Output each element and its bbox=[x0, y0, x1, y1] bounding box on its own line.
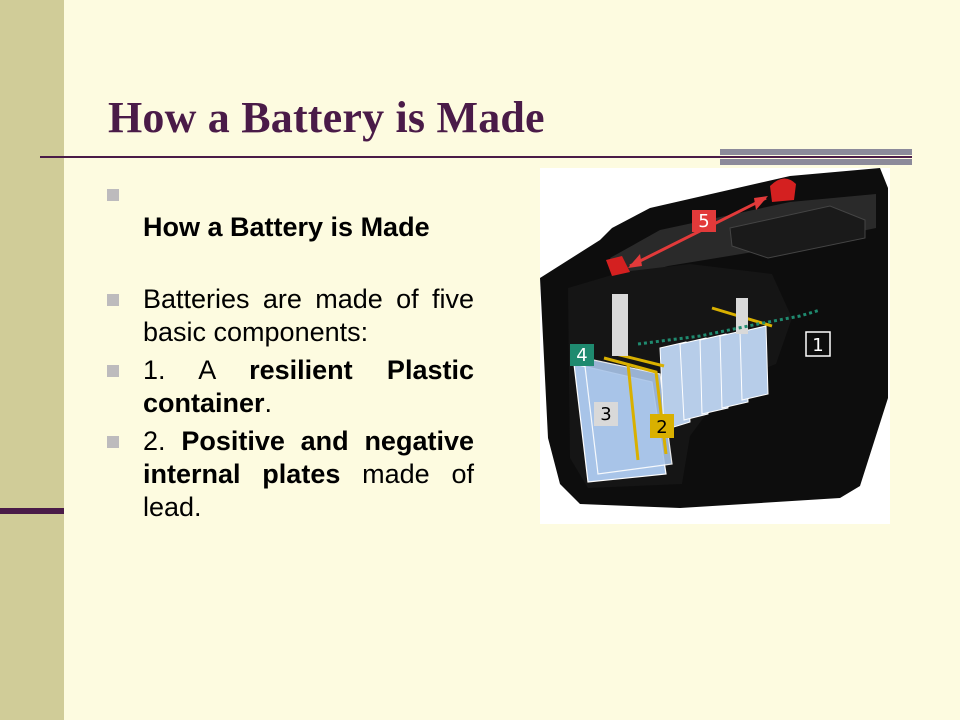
lid-cap bbox=[729, 205, 866, 259]
bullet-text: How a Battery is Made bbox=[143, 212, 430, 242]
lead-plates-front bbox=[573, 357, 673, 483]
bullet-item: 1. A resilient Plastic container. bbox=[104, 354, 474, 420]
bullet-item: Batteries are made of five basic compone… bbox=[104, 283, 474, 349]
callout-2: 2 bbox=[656, 417, 667, 438]
slide-title: How a Battery is Made bbox=[108, 93, 545, 142]
bullet-item: 2. Positive and negative internal plates… bbox=[104, 425, 474, 524]
callout-4: 4 bbox=[576, 345, 587, 366]
callout-1-box bbox=[805, 331, 831, 357]
positive-terminal bbox=[770, 178, 796, 202]
title-underline bbox=[40, 156, 912, 158]
callout-5-box bbox=[692, 210, 716, 232]
bullet-text: Batteries are made of five basic compone… bbox=[143, 284, 474, 347]
negative-terminal bbox=[606, 256, 630, 276]
terminal-post-left bbox=[612, 294, 628, 356]
title-accent-bar bbox=[720, 149, 912, 165]
electrolyte-path bbox=[637, 308, 821, 346]
lead-plates-rear bbox=[659, 325, 769, 431]
sidebar-rule bbox=[0, 508, 64, 514]
bullet-list: How a Battery is Made Batteries are made… bbox=[104, 178, 474, 524]
sidebar-band bbox=[0, 0, 64, 720]
callout-4-box bbox=[570, 344, 594, 366]
bullet-item: How a Battery is Made bbox=[104, 178, 474, 244]
battery-cutaway-image: 5 4 3 2 1 bbox=[540, 168, 890, 524]
bullet-suffix: made of lead. bbox=[143, 459, 475, 522]
battery-illustration: 5 4 3 2 1 bbox=[540, 168, 888, 508]
callout-1: 1 bbox=[812, 335, 823, 356]
callout-3: 3 bbox=[600, 404, 611, 425]
bullet-bold-text: Positive and negative internal plates bbox=[143, 426, 474, 489]
callout-2-box bbox=[650, 414, 674, 438]
bullet-suffix: . bbox=[264, 388, 273, 418]
callout-3-box bbox=[594, 402, 618, 426]
bullet-prefix: 2. bbox=[143, 426, 182, 456]
terminal-post-right bbox=[736, 298, 748, 334]
callout-5: 5 bbox=[698, 211, 709, 232]
bullet-prefix: 1. A bbox=[143, 355, 250, 385]
bullet-bold-text: resilient Plastic container bbox=[143, 355, 474, 418]
